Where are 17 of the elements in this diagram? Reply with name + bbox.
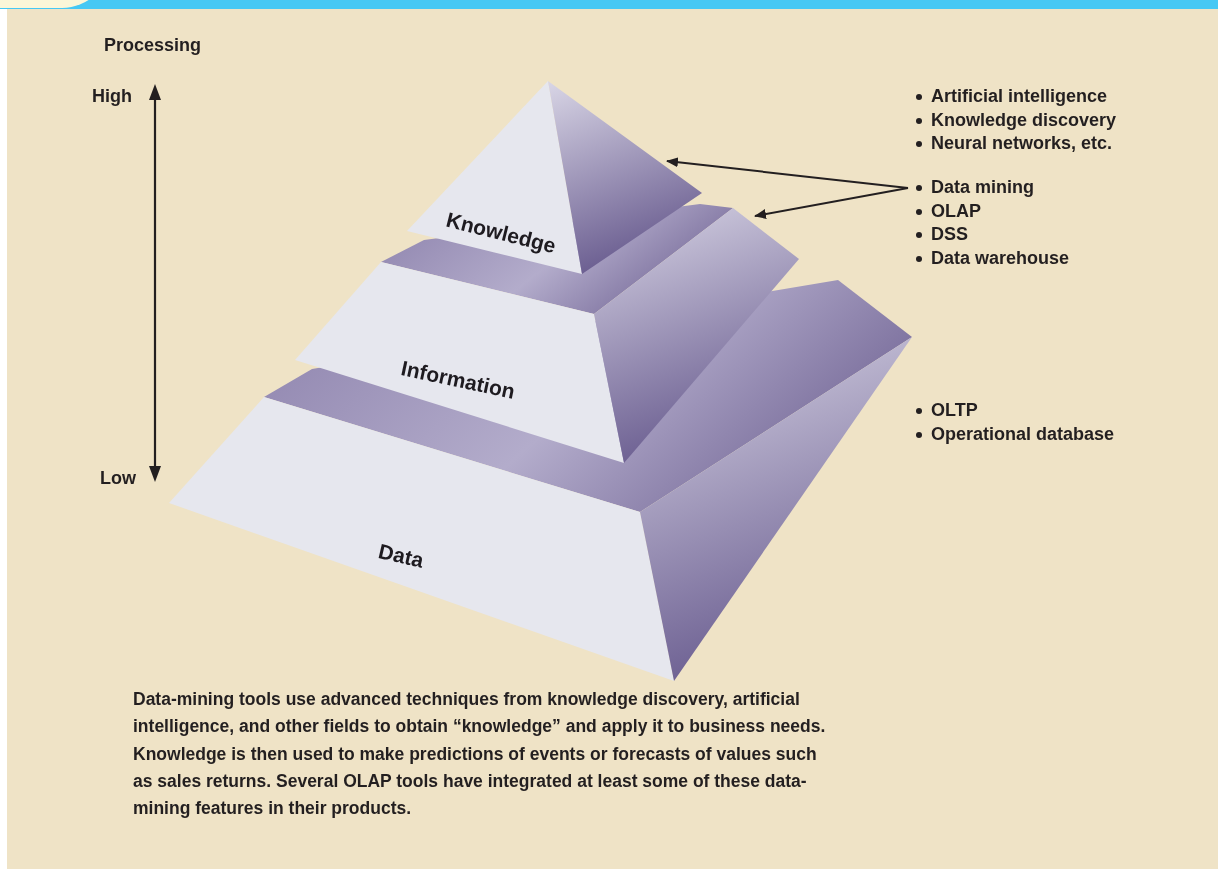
bullet-item: Artificial intelligence	[914, 85, 1117, 109]
bullet-item: OLTP	[914, 399, 1115, 423]
axis-label: High	[92, 86, 132, 107]
axis-label: Low	[100, 468, 136, 489]
bullet-item: Knowledge discovery	[914, 108, 1117, 132]
bullet-item: Data mining	[914, 176, 1070, 200]
bullet-item: Data warehouse	[914, 246, 1070, 270]
pyramid-tier	[295, 204, 799, 463]
bullet-item: Operational database	[914, 422, 1115, 446]
arrow	[754, 187, 909, 219]
tier-label: Data	[376, 539, 426, 573]
bullet-item: OLAP	[914, 199, 1070, 223]
bullet-item: DSS	[914, 223, 1070, 247]
pyramid-tier	[407, 81, 702, 274]
caption: Data-mining tools use advanced techniques from knowledge discovery, artificial intelligence, and other fields to obtain “knowledge” and apply it to business needs. Knowledge is then used to make predictions of events or forecasts of values such as sales returns. Several OLAP tools have integrated at least some of these data-mining features in their products.	[133, 688, 827, 821]
axis-label: Processing	[104, 35, 202, 56]
bullet-item: Neural networks, etc.	[914, 132, 1117, 156]
